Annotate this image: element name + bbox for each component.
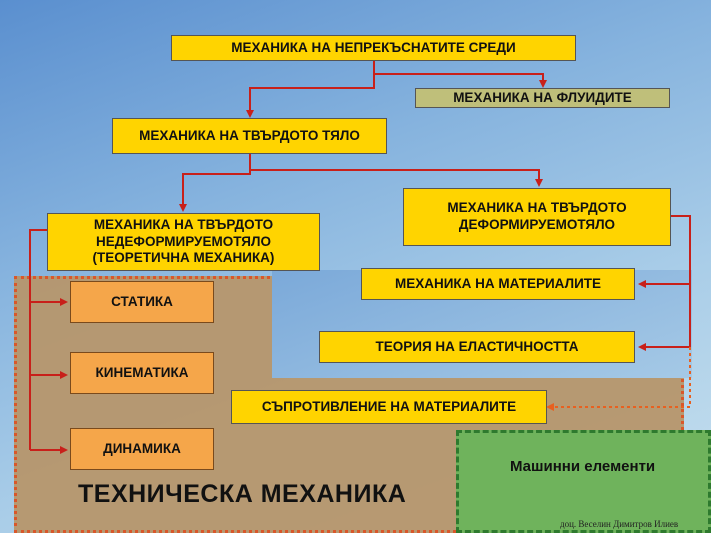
author-credit: доц. Веселин Димитров Илиев bbox=[560, 519, 679, 529]
link-nondeform-left bbox=[29, 229, 48, 450]
box-statics: СТАТИКА bbox=[70, 281, 214, 323]
box-rigid-nondeformable-line-2: НЕДЕФОРМИРУЕМОТЯЛО bbox=[96, 233, 271, 249]
box-theory-of-elasticity: ТЕОРИЯ НА ЕЛАСТИЧНОСТТА bbox=[319, 331, 635, 363]
box-mechanics-of-materials: МЕХАНИКА НА МАТЕРИАЛИТЕ bbox=[361, 268, 635, 300]
box-kinematics: КИНЕМАТИКА bbox=[70, 352, 214, 394]
technical-mechanics-title: ТЕХНИЧЕСКА МЕХАНИКА bbox=[78, 480, 407, 508]
link-continuum-rigid bbox=[246, 60, 375, 118]
box-fluid-mechanics: МЕХАНИКА НА ФЛУИДИТЕ bbox=[415, 88, 670, 108]
box-rigid-nondeformable-line-1: МЕХАНИКА НА ТВЪРДОТО bbox=[93, 216, 274, 232]
box-continuum-mechanics: МЕХАНИКА НА НЕПРЕКЪСНАТИТЕ СРЕДИ bbox=[171, 35, 576, 61]
box-dynamics: ДИНАМИКА bbox=[70, 428, 214, 470]
box-rigid-deformable-line-1: МЕХАНИКА НА ТВЪРДОТО bbox=[447, 200, 627, 216]
box-rigid-nondeformable-line-3: (ТЕОРЕТИЧНА МЕХАНИКА) bbox=[92, 250, 275, 266]
link-continuum-fluids bbox=[374, 73, 547, 88]
box-resistance-of-materials: СЪПРОТИВЛЕНИЕ НА МАТЕРИАЛИТЕ bbox=[231, 390, 547, 424]
link-deform-right bbox=[671, 215, 691, 347]
box-rigid-deformable: МЕХАНИКА НА ТВЪРДОТО ДЕФОРМИРУЕМОТЯЛО bbox=[403, 188, 671, 246]
link-rigid-nondeform bbox=[179, 153, 251, 212]
link-rigid-deform bbox=[250, 169, 543, 187]
box-rigid-deformable-line-2: ДЕФОРМИРУЕМОТЯЛО bbox=[458, 217, 616, 232]
link-elasticity-resistance bbox=[546, 347, 691, 411]
machine-elements-title: Машинни елементи bbox=[510, 458, 656, 475]
box-rigid-nondeformable: МЕХАНИКА НА ТВЪРДОТО НЕДЕФОРМИРУЕМОТЯЛО … bbox=[47, 213, 320, 271]
box-rigid-body-mechanics: МЕХАНИКА НА ТВЪРДОТО ТЯЛО bbox=[112, 118, 387, 154]
machine-elements-region bbox=[456, 430, 711, 533]
